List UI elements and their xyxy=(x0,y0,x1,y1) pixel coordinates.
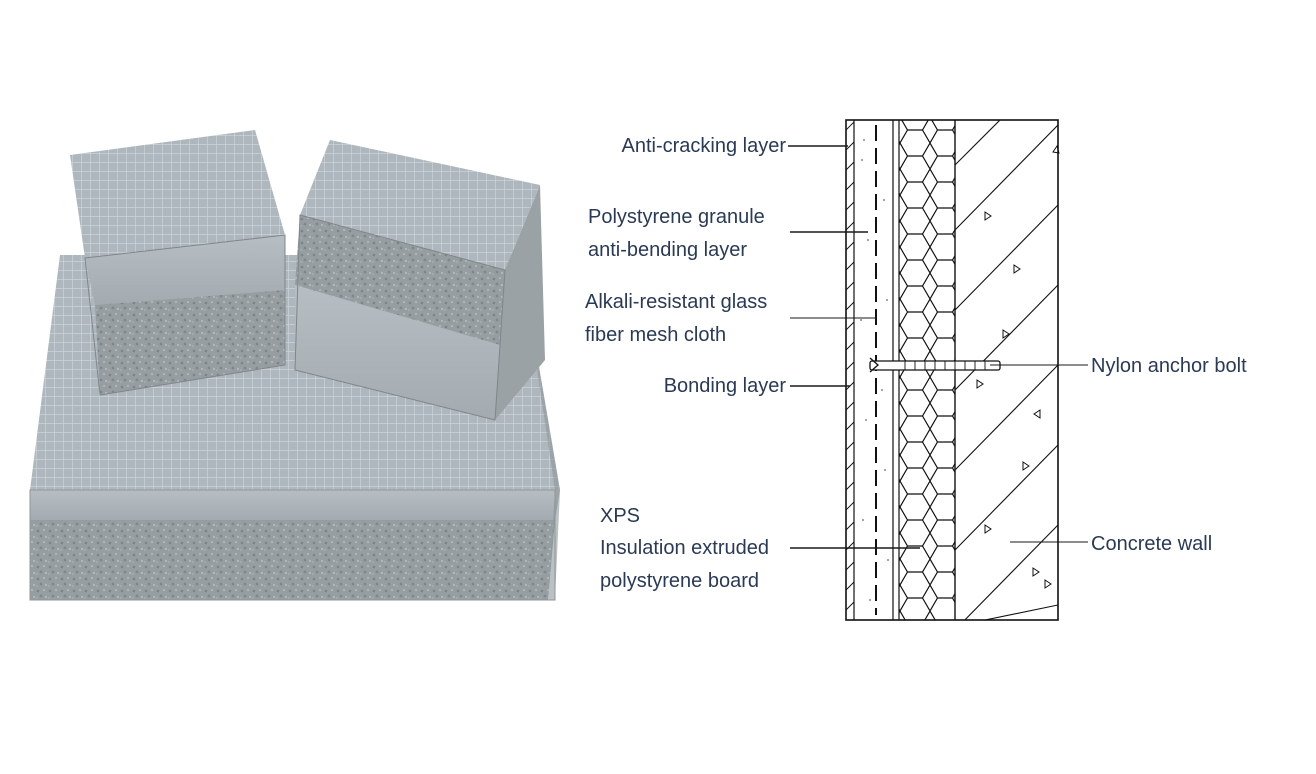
foam-board-photo-illustration xyxy=(29,130,560,601)
label-concrete: Concrete wall xyxy=(1091,533,1212,555)
leader-lines xyxy=(788,145,1088,549)
label-xps-line2: Insulation extruded xyxy=(600,537,769,559)
small-cube-right xyxy=(294,140,545,421)
label-xps-line3: polystyrene board xyxy=(600,570,759,592)
label-alkali-line1: Alkali-resistant glass xyxy=(585,291,767,313)
anchor-bolt-icon xyxy=(869,357,1001,373)
wall-cross-section-drawing xyxy=(845,119,1060,621)
label-xps-line1: XPS xyxy=(600,505,640,527)
labels: Anti-cracking layer Polystyrene granule … xyxy=(585,135,1247,592)
small-cube-left xyxy=(70,130,286,396)
label-nylon: Nylon anchor bolt xyxy=(1091,355,1247,377)
label-anti-cracking: Anti-cracking layer xyxy=(621,135,786,157)
label-polystyrene-line2: anti-bending layer xyxy=(588,239,747,261)
concrete-layer xyxy=(955,120,1060,620)
anti-cracking-strip xyxy=(845,120,855,620)
label-bonding: Bonding layer xyxy=(664,375,787,397)
label-alkali-line2: fiber mesh cloth xyxy=(585,324,726,346)
label-polystyrene-line1: Polystyrene granule xyxy=(588,206,765,228)
